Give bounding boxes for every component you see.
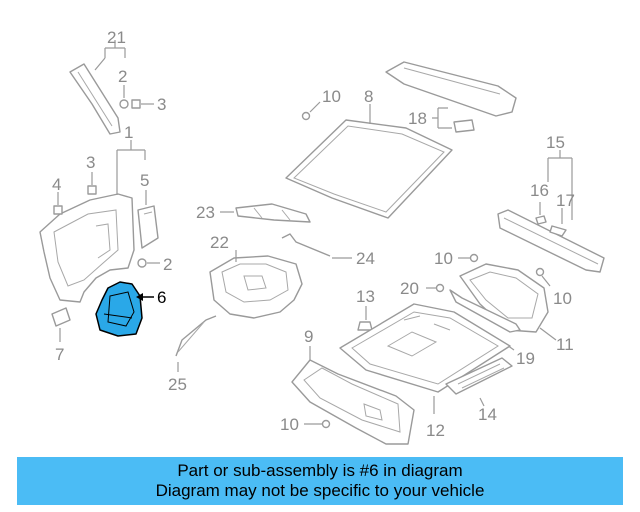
label-12: 12 [426,421,445,440]
part-13-clip[interactable] [357,321,373,331]
label-4: 4 [52,175,61,194]
part-14-vent[interactable] [445,357,513,395]
part-24-tool[interactable] [281,233,331,257]
label-22: 22 [210,233,229,252]
label-21: 21 [107,28,126,47]
part-23-jack[interactable] [235,203,311,223]
label-5: 5 [140,171,149,190]
label-10-right-upper: 10 [434,249,453,268]
part-17-clip[interactable] [549,225,567,237]
label-9: 9 [304,327,313,346]
label-23: 23 [196,203,215,222]
part-7-cap[interactable] [51,307,71,327]
label-13: 13 [356,287,375,306]
label-8: 8 [364,87,373,106]
part-19-rail[interactable] [449,289,521,333]
label-20: 20 [400,279,419,298]
part-3-clip-mid[interactable] [87,185,97,195]
part-10-clip-right-upper[interactable] [469,253,479,263]
label-2-top: 2 [118,67,127,86]
label-19: 19 [516,349,535,368]
part-20-screw[interactable] [435,283,445,293]
part-2-clip-top[interactable] [119,99,129,109]
part-25-rod[interactable] [175,315,217,357]
part-21-pillar-trim[interactable] [69,63,121,135]
label-10-bottom: 10 [280,415,299,434]
label-1: 1 [124,123,133,142]
part-15-sill-trim[interactable] [497,209,605,273]
part-1-quarter-trim[interactable] [39,193,135,303]
part-10-clip-bottom[interactable] [321,419,331,429]
label-25: 25 [168,375,187,394]
label-10-right-lower: 10 [553,289,572,308]
part-18-tonneau-cover[interactable] [385,61,517,133]
label-3-mid: 3 [86,153,95,172]
caption-line-2: Diagram may not be specific to your vehi… [155,481,485,500]
part-3-bolt-top[interactable] [131,99,141,109]
part-10-clip-top[interactable] [301,111,311,121]
part-5-cover[interactable] [137,205,159,249]
label-11: 11 [556,335,574,354]
label-7: 7 [55,345,64,364]
label-16: 16 [530,181,549,200]
caption-banner: Part or sub-assembly is #6 in diagram Di… [17,457,623,505]
part-16-clip[interactable] [535,215,547,225]
label-2-lower: 2 [163,255,172,274]
label-10-top: 10 [322,87,341,106]
part-10-clip-right-lower[interactable] [535,267,545,277]
label-15: 15 [546,133,565,152]
part-8-floor-mat[interactable] [285,119,453,219]
part-22-storage-tray[interactable] [209,255,303,319]
part-9-rear-panel[interactable] [291,359,415,445]
caption-line-1: Part or sub-assembly is #6 in diagram [177,461,463,480]
label-14: 14 [478,405,497,424]
label-6: 6 [157,288,166,307]
part-2-clip-lower[interactable] [137,258,147,268]
label-17: 17 [556,191,575,210]
part-12-floor-tray[interactable] [339,303,511,393]
part-4-clip[interactable] [53,205,63,215]
part-6-highlighted-trim[interactable] [95,281,143,337]
label-24: 24 [356,249,375,268]
label-18: 18 [408,109,427,128]
label-3-top: 3 [157,95,166,114]
